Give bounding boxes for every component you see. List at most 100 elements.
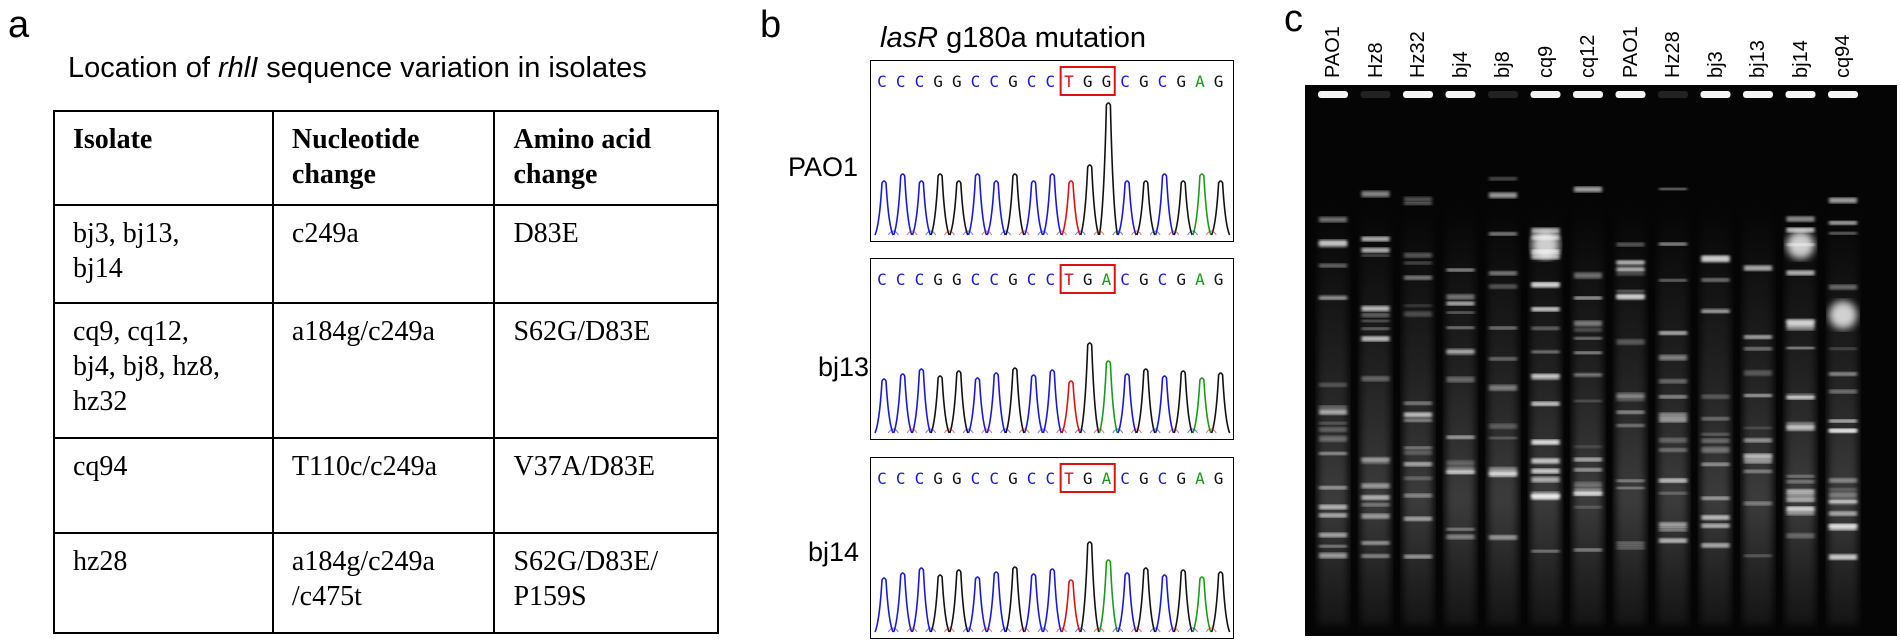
trace-peak xyxy=(911,180,932,236)
cell-text: a184g/c249a xyxy=(291,546,435,577)
cell-text: S62G/D83E xyxy=(513,316,651,347)
gel-band xyxy=(1829,492,1857,498)
trace-noise xyxy=(1149,627,1161,633)
trace-peak xyxy=(1192,173,1212,236)
trace-peak xyxy=(967,173,988,236)
lane-label: cq12 xyxy=(1577,34,1599,78)
trace-peak xyxy=(874,378,894,434)
trace-noise xyxy=(1149,230,1161,236)
gel-band xyxy=(1744,370,1772,376)
gel-band xyxy=(1489,177,1517,181)
trace-noise xyxy=(1093,428,1105,434)
base-call: C xyxy=(1120,469,1130,488)
trace-noise xyxy=(1074,428,1086,434)
gel-band xyxy=(1361,376,1390,382)
gel-band xyxy=(1744,459,1772,464)
gel-band xyxy=(1616,289,1645,293)
base-call: G xyxy=(933,270,943,289)
gel-band xyxy=(1531,326,1560,331)
gel-band xyxy=(1616,479,1645,483)
gel-band xyxy=(1489,326,1517,330)
gel-band xyxy=(1701,523,1730,528)
trace-peak xyxy=(949,370,969,434)
header-text: change xyxy=(291,159,376,190)
gel-band xyxy=(1446,268,1475,272)
gel-bright-band xyxy=(1531,231,1560,259)
trace-label: bj14 xyxy=(808,537,860,567)
trace-peak xyxy=(949,569,969,633)
gel-well xyxy=(1743,91,1773,98)
trace-noise xyxy=(1187,627,1198,633)
trace-peak xyxy=(986,180,1006,236)
gel-band xyxy=(1531,549,1560,553)
gel-band xyxy=(1744,347,1772,351)
gel-band xyxy=(1616,541,1645,546)
gel-band xyxy=(1319,216,1347,223)
base-call: G xyxy=(1214,72,1224,91)
base-call: C xyxy=(1027,72,1037,91)
gel-band xyxy=(1319,532,1347,538)
trace-noise xyxy=(1093,230,1105,236)
gel-band xyxy=(1361,458,1390,464)
trace-noise xyxy=(1168,428,1180,434)
trace-peak xyxy=(1061,380,1081,434)
gel-well xyxy=(1318,91,1348,98)
trace-noise xyxy=(1205,230,1217,236)
gel-band xyxy=(1829,347,1857,350)
gel-band xyxy=(1531,468,1560,474)
gel-band xyxy=(1446,460,1475,466)
trace-peak xyxy=(1136,180,1156,236)
trace-peak xyxy=(1023,573,1044,633)
gel-band xyxy=(1574,491,1602,496)
cell-text: T110c/c249a xyxy=(291,451,438,482)
trace-peak xyxy=(1154,173,1175,236)
gel-band xyxy=(1574,548,1602,552)
gel-band xyxy=(1361,247,1390,253)
base-call: C xyxy=(989,469,999,488)
lane-label: bj8 xyxy=(1492,51,1514,78)
trace-peak xyxy=(1005,367,1025,434)
gel-band xyxy=(1744,501,1772,506)
gel-band xyxy=(1829,428,1857,433)
gel-band xyxy=(1701,394,1730,399)
gel-band xyxy=(1446,311,1475,314)
gel-bright-band xyxy=(1786,231,1815,259)
gel-band xyxy=(1744,335,1772,340)
trace-peak xyxy=(967,377,988,434)
gel-smear xyxy=(1573,205,1603,625)
base-call: C xyxy=(971,270,981,289)
base-call: G xyxy=(1008,270,1018,289)
gel-band xyxy=(1786,533,1815,539)
base-call: G xyxy=(1176,72,1186,91)
gel-band xyxy=(1319,409,1347,415)
gel-band xyxy=(1786,498,1815,502)
gel-well xyxy=(1573,91,1603,98)
gel-band xyxy=(1446,470,1475,475)
gel-band xyxy=(1404,304,1432,307)
gel-band xyxy=(1786,216,1815,222)
gel-band xyxy=(1319,552,1347,559)
lane-label: bj13 xyxy=(1747,40,1769,78)
trace-noise xyxy=(1037,428,1049,434)
gel-smear xyxy=(1360,205,1391,625)
gel-band xyxy=(1659,242,1687,246)
base-call: C xyxy=(915,469,925,488)
lane-label: Hz32 xyxy=(1407,31,1429,78)
cell-text: D83E xyxy=(513,218,579,249)
gel-band xyxy=(1701,417,1730,421)
gel-band xyxy=(1574,337,1602,340)
cell-text: P159S xyxy=(513,581,587,612)
title-gene-name: lasR xyxy=(880,22,939,54)
gel-band xyxy=(1574,320,1602,327)
base-call: C xyxy=(1158,270,1168,289)
gel-band xyxy=(1574,296,1602,300)
gel-band xyxy=(1829,554,1857,560)
gel-bright-band xyxy=(1829,301,1857,329)
gel-band xyxy=(1404,202,1432,205)
trace-peak xyxy=(1079,164,1100,236)
gel-band xyxy=(1361,336,1390,342)
gel-band xyxy=(1829,372,1857,376)
base-call: T xyxy=(1064,270,1074,289)
trace-noise xyxy=(1037,230,1049,236)
